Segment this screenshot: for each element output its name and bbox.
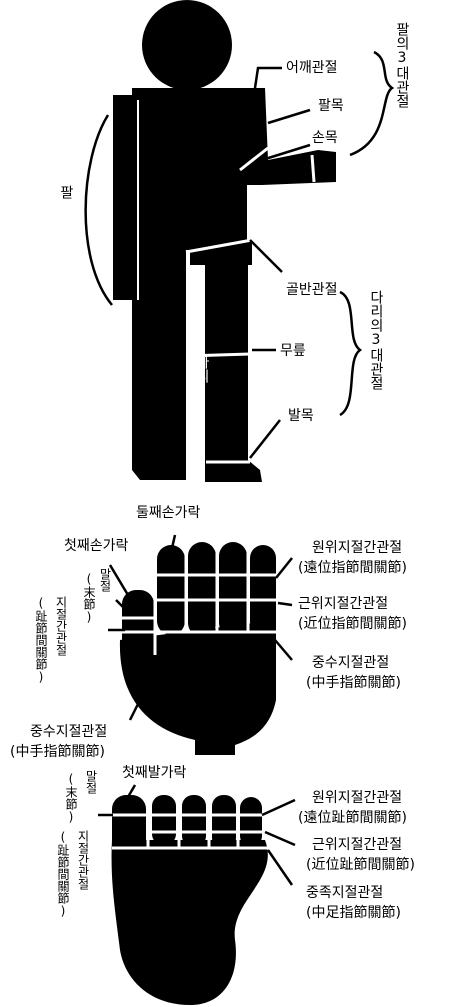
leg-label: 다리 bbox=[194, 355, 210, 383]
mcp-pointer bbox=[274, 639, 293, 661]
sole bbox=[111, 840, 268, 1005]
pip-pointer bbox=[277, 601, 293, 607]
thumb-pointer bbox=[108, 564, 130, 596]
body-figure bbox=[113, 0, 336, 482]
foot-pip-label: 근위지절간관절 bbox=[312, 837, 403, 853]
ankle-label: 발목 bbox=[288, 408, 314, 424]
foot-distal-hanja: (末節) bbox=[64, 772, 78, 824]
hand-mcp-label: 중수지절관절 bbox=[312, 655, 390, 671]
body-joint-lines bbox=[137, 100, 316, 480]
arm-joints-label: 팔의3대관절 bbox=[394, 22, 410, 108]
knee-label: 무릎 bbox=[280, 343, 306, 359]
thumb-label: 첫째손가락 bbox=[64, 538, 129, 554]
index-finger-pointer bbox=[170, 534, 177, 549]
right-upper-arm bbox=[235, 88, 268, 160]
foot-distal-label: 말절 bbox=[84, 770, 98, 794]
hand-pip-hanja: (近位指節間關節) bbox=[298, 616, 407, 632]
hand-joint-lines bbox=[120, 548, 280, 655]
torso bbox=[132, 88, 262, 250]
foot-dip-hanja: (遠位趾節間關節) bbox=[298, 810, 407, 826]
hand-mcp-hanja: (中手指節關節) bbox=[306, 675, 401, 691]
big-toe-pointer bbox=[126, 784, 137, 798]
leg-joints-label: 다리의3대관절 bbox=[368, 290, 384, 390]
thumb-mcp-hanja: (中手指節關節) bbox=[10, 744, 105, 760]
foot-ip-hanja: (趾節間關節) bbox=[56, 830, 70, 918]
toe-4 bbox=[212, 795, 236, 849]
left-leg bbox=[132, 250, 190, 480]
hand-ip-hanja: (趾節間關節) bbox=[34, 596, 48, 684]
foot-figure bbox=[111, 795, 268, 1005]
leg-joints-brace bbox=[339, 290, 363, 417]
thumb bbox=[122, 590, 154, 655]
hand-wrist-label: 손목 bbox=[312, 130, 338, 146]
elbow-line bbox=[239, 146, 269, 172]
head bbox=[142, 0, 232, 90]
foot-pip-pointer bbox=[264, 830, 296, 847]
ankle-pointer bbox=[249, 419, 281, 459]
foot-dip-pointer bbox=[261, 798, 296, 817]
foot-pointers bbox=[98, 784, 296, 886]
foot-mtp-label: 중족지절관절 bbox=[306, 885, 384, 901]
body-pointers bbox=[84, 50, 395, 459]
hip-label: 골반관절 bbox=[286, 282, 338, 298]
shoulder-pointer bbox=[253, 66, 282, 89]
wrist-pointer bbox=[267, 108, 311, 125]
wrist-line bbox=[310, 154, 316, 183]
hand-pip-label: 근위지절간관절 bbox=[298, 596, 389, 612]
finger-5 bbox=[250, 545, 276, 635]
finger-4 bbox=[219, 542, 247, 637]
hand-dip-label: 원위지절간관절 bbox=[312, 540, 403, 556]
hand-distal-hanja: (末節) bbox=[82, 572, 96, 624]
wrist-label: 팔목 bbox=[318, 98, 344, 114]
distal-pointer bbox=[115, 599, 125, 609]
dip-pointer bbox=[275, 557, 293, 579]
shoulder-label: 어깨관절 bbox=[286, 60, 338, 76]
palm bbox=[119, 620, 276, 755]
hand-dip-hanja: (遠位指節間關節) bbox=[298, 560, 407, 576]
thumb-mcp-pointer bbox=[128, 669, 157, 721]
toe-2 bbox=[152, 795, 176, 845]
hand-pointers bbox=[108, 534, 293, 721]
big-toe-label: 첫째발가락 bbox=[122, 765, 187, 781]
arm-label: 팔 bbox=[58, 185, 74, 199]
foot-pip-hanja: (近位趾節間關節) bbox=[306, 857, 415, 873]
hand-figure bbox=[119, 542, 276, 755]
finger-3 bbox=[188, 542, 216, 637]
arm-bracket bbox=[84, 114, 113, 306]
thumb-mcp-label: 중수지절관절 bbox=[30, 724, 108, 740]
foot-mtp-pointer bbox=[266, 849, 294, 886]
arm-joints-brace bbox=[349, 50, 395, 157]
hip-pointer bbox=[249, 239, 283, 273]
foot-dip-label: 원위지절간관절 bbox=[312, 790, 403, 806]
hip-joint-line bbox=[185, 238, 253, 254]
foot-ip-label: 지절간관절 bbox=[76, 830, 90, 890]
right-leg bbox=[205, 240, 262, 482]
knee-joint-line bbox=[185, 352, 251, 358]
toe-3 bbox=[182, 795, 206, 847]
index-finger-label: 둘째손가락 bbox=[136, 505, 201, 521]
foot-joint-lines bbox=[112, 800, 268, 850]
finger-2 bbox=[157, 545, 185, 635]
hand-distal-label: 말절 bbox=[98, 568, 112, 592]
toe-5 bbox=[240, 797, 262, 847]
foot-mtp-hanja: (中足指節關節) bbox=[306, 905, 401, 921]
hand-wrist-pointer bbox=[261, 143, 311, 162]
hand-ip-label: 지절간관절 bbox=[54, 596, 68, 656]
